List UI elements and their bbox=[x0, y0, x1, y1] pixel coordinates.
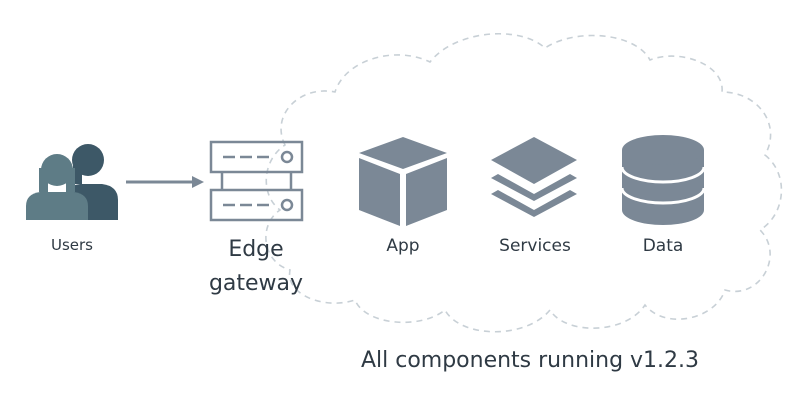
users-to-gateway-arrow bbox=[126, 176, 204, 188]
cloud-caption: All components running v1.2.3 bbox=[360, 348, 700, 373]
users-icon bbox=[26, 144, 118, 220]
layers-icon bbox=[491, 137, 577, 217]
edge-gateway-label: Edge gateway bbox=[196, 233, 316, 301]
database-icon bbox=[620, 135, 706, 225]
services-label: Services bbox=[499, 236, 571, 256]
app-label: App bbox=[386, 236, 420, 256]
users-label: Users bbox=[50, 236, 93, 254]
cloud-boundary bbox=[265, 32, 783, 333]
server-rack-icon bbox=[209, 140, 304, 222]
data-label: Data bbox=[642, 236, 684, 256]
edge-gateway-label-line2: gateway bbox=[208, 271, 304, 296]
edge-gateway-label-line1: Edge bbox=[228, 237, 284, 262]
cube-icon bbox=[359, 137, 447, 226]
